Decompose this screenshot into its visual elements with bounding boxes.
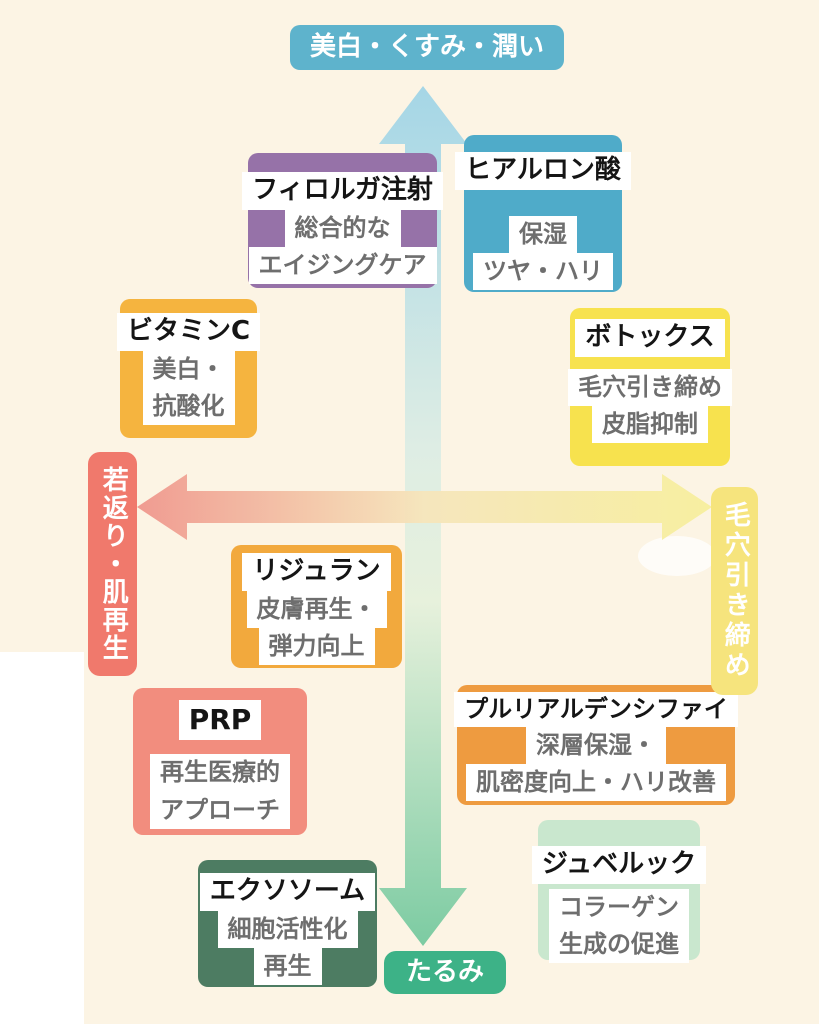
treatment-desc-line: 毛穴引き締め [568, 368, 732, 406]
treatment-box-prp: PRP 再生医療的 アプローチ [133, 688, 307, 835]
background-highlight-artifact [638, 536, 716, 576]
axis-label-bottom: たるみ [383, 951, 507, 995]
treatment-desc-line: 細胞活性化 [217, 910, 358, 948]
treatment-title: ビタミンC [116, 313, 261, 351]
treatment-title: フィロルガ注射 [242, 172, 443, 210]
treatment-box-filorga: フィロルガ注射 総合的な エイジングケア [242, 153, 443, 288]
treatment-title: PRP [178, 700, 262, 741]
treatment-title: エクソソーム [199, 873, 376, 911]
treatment-desc-line: 肌密度向上・ハリ改善 [466, 764, 726, 802]
treatment-desc-line: 総合的な [284, 209, 401, 247]
axis-label-top: 美白・くすみ・潤い [289, 25, 565, 71]
treatment-box-exosome: エクソソーム 細胞活性化 再生 [198, 860, 377, 987]
treatment-box-rejuran: リジュラン 皮膚再生・ 弾力向上 [231, 545, 402, 668]
horizontal-axis-arrow [137, 474, 712, 540]
treatment-desc-line: 再生 [253, 947, 322, 986]
treatment-desc-line: エイジングケア [248, 246, 437, 285]
background-white-strip [0, 652, 84, 1024]
treatment-desc-line: 皮膚再生・ [246, 590, 387, 628]
axis-label-left: 若返り・肌再生 [88, 452, 138, 676]
treatment-title: ボトックス [575, 319, 725, 357]
treatment-title: ヒアルロン酸 [455, 152, 631, 190]
treatment-title: ジュベルック [531, 846, 707, 884]
axis-label-right: 毛穴引き締め [711, 487, 759, 695]
treatment-desc-line: ツヤ・ハリ [473, 252, 613, 291]
treatment-desc-line: 抗酸化 [142, 387, 235, 426]
treatment-box-vitamin-c: ビタミンC 美白・ 抗酸化 [116, 299, 261, 438]
treatment-desc-line: 生成の促進 [549, 925, 689, 964]
treatment-title: プルリアルデンシファイ [454, 692, 738, 728]
treatment-box-pluryal-densify: プルリアルデンシファイ 深層保湿・ 肌密度向上・ハリ改善 [454, 685, 738, 805]
treatment-box-hyaluronic-acid: ヒアルロン酸 保湿 ツヤ・ハリ [455, 135, 631, 292]
treatment-desc-line: 皮脂抑制 [592, 405, 708, 444]
treatment-title: リジュラン [242, 553, 391, 591]
treatment-box-juvelook: ジュベルック コラーゲン 生成の促進 [531, 820, 707, 964]
treatment-desc-line: 美白・ [142, 350, 235, 388]
treatment-desc-line: 深層保湿・ [526, 727, 666, 765]
treatment-desc-line: アプローチ [150, 791, 290, 829]
treatment-desc-line: 再生医療的 [150, 754, 290, 792]
treatment-desc-line: 弾力向上 [258, 627, 375, 666]
treatment-desc-line: コラーゲン [549, 888, 689, 926]
treatment-desc-line: 保湿 [509, 215, 577, 253]
treatment-box-botox: ボトックス 毛穴引き締め 皮脂抑制 [568, 308, 732, 466]
